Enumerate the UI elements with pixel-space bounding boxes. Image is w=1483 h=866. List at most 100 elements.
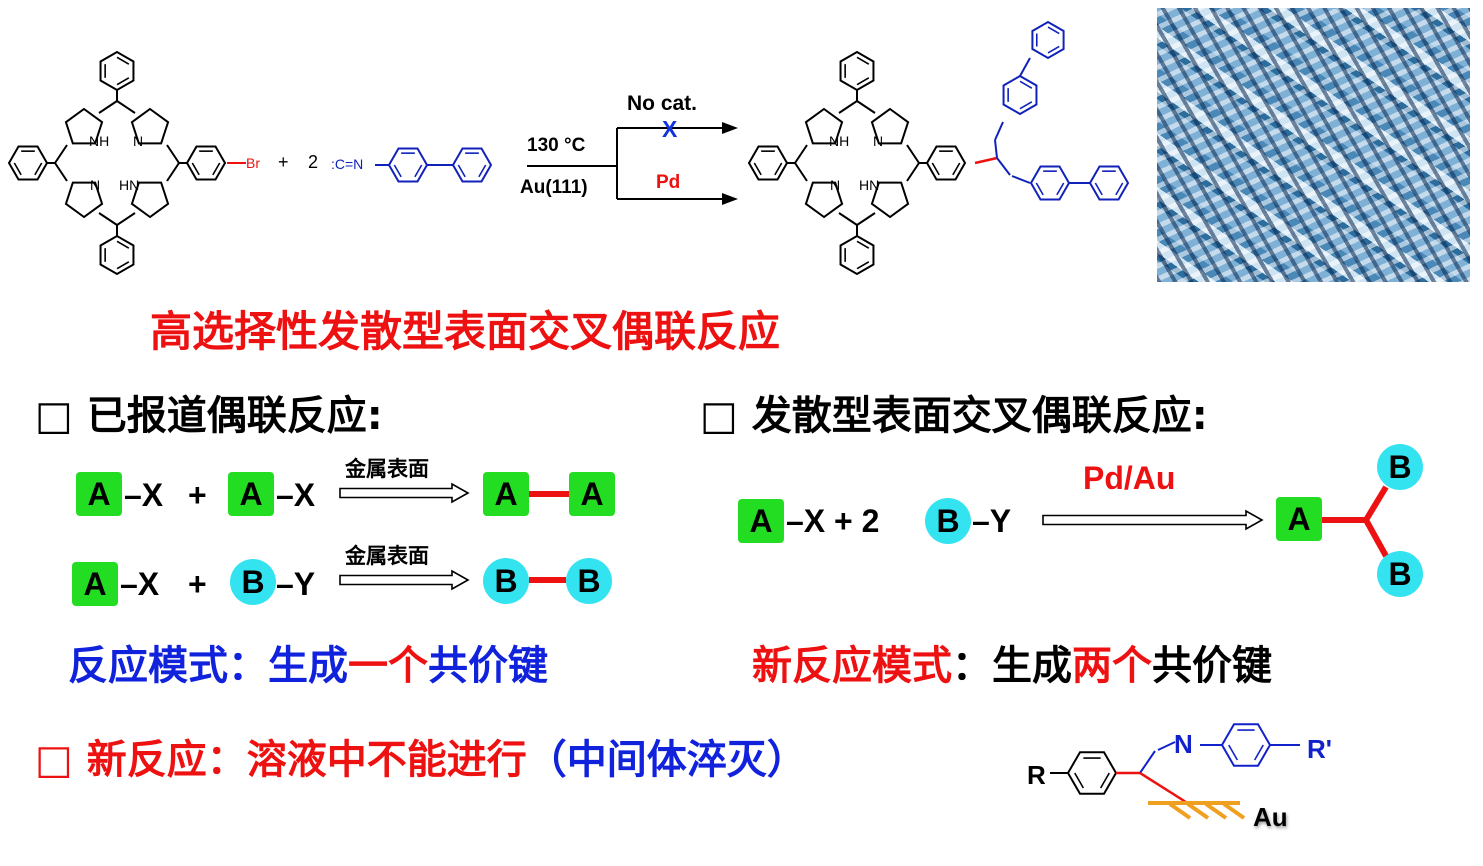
isocyanide-label: :C=N [331, 156, 364, 172]
bromine-label: Br [246, 155, 260, 171]
double-bond [856, 261, 870, 270]
bond [98, 100, 118, 114]
product-b: B [483, 558, 529, 604]
double-bond [931, 162, 940, 176]
bond [794, 162, 808, 182]
nh-label: NH [89, 133, 110, 149]
double-bond [457, 164, 466, 178]
slide-title: 高选择性发散型表面交叉偶联反应 [150, 307, 781, 356]
product-b: B [1377, 551, 1423, 597]
benzene-ring [1088, 165, 1130, 201]
double-bond [34, 162, 43, 176]
mode-middle: ：生成 [952, 643, 1072, 689]
reported-mode-text: 反应模式：生成一个共价键 [68, 633, 548, 691]
pyrrole-ring [130, 107, 170, 145]
mode-suffix: 共价键 [1152, 643, 1272, 689]
double-bond [116, 261, 130, 270]
bond [1011, 175, 1031, 184]
reactant-b: B [925, 498, 971, 544]
product-a: A [483, 472, 529, 516]
bond [856, 212, 876, 226]
double-bond [1019, 101, 1033, 110]
mode-prefix: 新反应模式 [752, 643, 952, 689]
bond [1157, 741, 1176, 751]
new-bond [1363, 518, 1389, 558]
double-bond [1047, 26, 1060, 35]
bond [906, 144, 920, 164]
benzene-ring [451, 147, 493, 183]
double-bond [1019, 80, 1033, 89]
leaving-group-y: –Y [972, 503, 1012, 539]
benzene-ring [7, 145, 49, 181]
bond [856, 100, 876, 114]
double-bond [1074, 772, 1085, 789]
bond [166, 144, 180, 164]
double-bond [856, 77, 870, 86]
leaving-group-x: –X [276, 477, 316, 513]
plus-sign: + [188, 477, 207, 513]
double-bond [1099, 772, 1110, 789]
r-group-label: R [1027, 760, 1046, 790]
reactant-b: B [230, 559, 276, 605]
bond [116, 100, 136, 114]
double-bond [856, 56, 870, 65]
mode-count: 一个 [348, 643, 428, 689]
mode-count: 两个 [1072, 643, 1152, 689]
hn-label: HN [119, 177, 140, 193]
leaving-group-x: –X [120, 566, 160, 602]
reported-coupling-heading: □ 已报道偶联反应: [35, 393, 383, 439]
benzene-ring [1029, 165, 1071, 201]
arrow-label-metal-surface: 金属表面 [345, 458, 429, 481]
blocked-mark: X [662, 116, 678, 142]
bond [54, 144, 68, 164]
reactant-a: A [76, 472, 122, 516]
new-reaction-note: □ 新反应：溶液中不能进行（中间体淬灭） [35, 727, 807, 785]
benzene-ring [1031, 20, 1065, 60]
leaving-group-y: –Y [276, 566, 316, 602]
metal-surface-arrow [339, 482, 470, 504]
pyrrole-ring [804, 181, 844, 219]
double-bond [393, 164, 402, 178]
note-reason: （中间体淬灭） [526, 737, 807, 783]
mode-prefix: 反应模式：生成 [68, 643, 348, 689]
pyrrole-ring [804, 107, 844, 145]
bond [838, 212, 858, 226]
double-bond [116, 240, 130, 249]
r-prime-label: R' [1307, 734, 1332, 764]
bond [996, 157, 1011, 176]
arrow-head [722, 193, 738, 205]
n-label: N [90, 177, 101, 193]
arrow-label-metal-surface: 金属表面 [345, 545, 429, 568]
benzene-ring [387, 147, 429, 183]
bond [906, 162, 920, 182]
double-bond [116, 56, 130, 65]
imine-n-label: N [1174, 729, 1193, 759]
pd-catalyst-label: Pd [656, 172, 681, 193]
double-bond [191, 162, 200, 176]
metal-surface-arrow [339, 569, 470, 591]
product-b: B [566, 558, 612, 604]
hn-label: HN [859, 177, 880, 193]
no-catalyst-label: No cat. [627, 92, 698, 115]
product-a: A [1276, 497, 1322, 541]
nh-label: NH [829, 133, 850, 149]
double-bond [952, 162, 961, 176]
bond [994, 121, 1004, 141]
double-bond [856, 240, 870, 249]
reactant-a: A [228, 472, 274, 516]
bond [116, 212, 136, 226]
benzene-ring [839, 234, 875, 276]
gold-surface-label: Au [1253, 802, 1288, 832]
double-bond [13, 162, 22, 176]
gold-hatch [1204, 802, 1228, 820]
double-bond [753, 162, 762, 176]
bond [54, 162, 68, 182]
n-label: N [873, 133, 884, 149]
new-mode-text: 新反应模式：生成两个共价键 [752, 633, 1272, 691]
double-bond [1115, 182, 1124, 196]
arrow-head [722, 122, 738, 134]
product-b: B [1377, 444, 1423, 490]
coefficient: 2 [308, 152, 319, 172]
benzene-ring [1002, 74, 1038, 116]
